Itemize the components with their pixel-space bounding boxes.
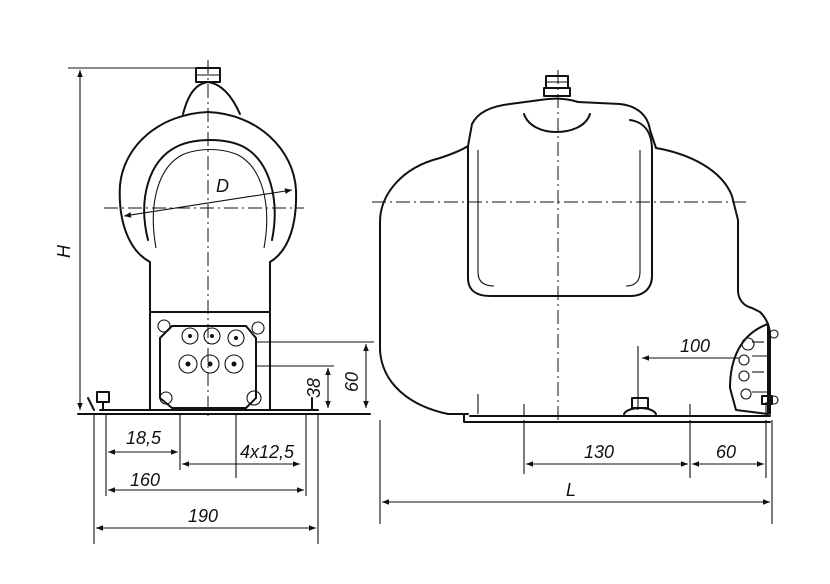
dim-L-label: L: [566, 480, 576, 500]
dim-18-5-label: 18,5: [126, 428, 162, 448]
dim-190-label: 190: [188, 506, 218, 526]
side-terminal-bolts: [738, 329, 779, 405]
front-head: [182, 81, 241, 115]
side-top-dome: [523, 113, 591, 133]
front-view: D H 38 60 18,5 4x12,5 160 190: [54, 60, 374, 544]
side-terminal-box: [729, 323, 769, 415]
dim-4x12-5-label: 4x12,5: [240, 442, 295, 462]
dim-100-label: 100: [680, 336, 710, 356]
side-base-bolts: [477, 394, 773, 416]
front-window-arc: [143, 139, 276, 241]
dim-D-line: [123, 188, 293, 218]
side-core-block: [467, 119, 653, 297]
dim-60-front-label: 60: [342, 372, 362, 392]
front-terminal-plate: [159, 325, 257, 409]
dim-D-label: D: [216, 176, 229, 196]
front-terminal-bolts: [157, 319, 265, 406]
side-base-plate: [463, 413, 771, 423]
dim-160-label: 160: [130, 470, 160, 490]
dim-38-label: 38: [304, 378, 324, 398]
side-body-outer: [379, 97, 771, 415]
dim-130-label: 130: [584, 442, 614, 462]
dim-H-label: H: [54, 244, 74, 258]
side-view: 100 130 60 L: [372, 70, 779, 524]
dim-60-side-label: 60: [716, 442, 736, 462]
front-mount-stud-left: [96, 391, 110, 403]
front-terminal-box: [149, 311, 271, 411]
